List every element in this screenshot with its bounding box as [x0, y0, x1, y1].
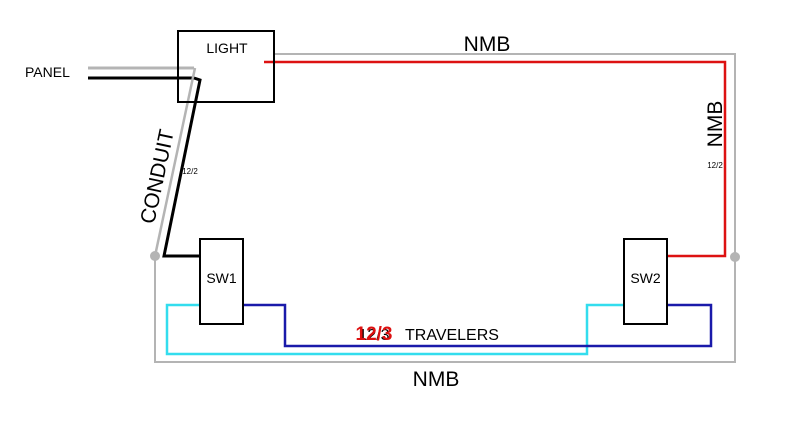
nmb-bottom-label: NMB [413, 368, 460, 391]
sw1-box [199, 238, 244, 325]
sw2-box [623, 238, 668, 325]
travelers-gauge-overlay-label: 12/3 [356, 324, 393, 345]
travelers-label: TRAVELERS [405, 327, 499, 344]
nmb-cable-sheath [154, 53, 736, 363]
conduit-wire-gray [153, 67, 197, 257]
traveler-wire-blue [243, 303, 713, 348]
panel-label: PANEL [25, 64, 70, 80]
sw1-label: SW1 [206, 270, 237, 286]
junction-dot-right [730, 252, 740, 262]
nmb-top-label: NMB [464, 33, 511, 56]
travelers-gauge-label: 12/3 [358, 327, 389, 344]
nmb-right-label: NMB [704, 101, 727, 148]
conduit-wire-black [162, 76, 202, 258]
nmb-right-gauge-label: 12/2 [707, 161, 723, 170]
junction-dot-left [150, 251, 160, 261]
sw2-label: SW2 [630, 270, 661, 286]
light-label: LIGHT [206, 40, 248, 56]
hot-wire-red [264, 60, 727, 258]
light-box [177, 30, 275, 103]
traveler-wire-cyan [165, 303, 624, 356]
conduit-gauge-label: 12/2 [182, 167, 198, 176]
